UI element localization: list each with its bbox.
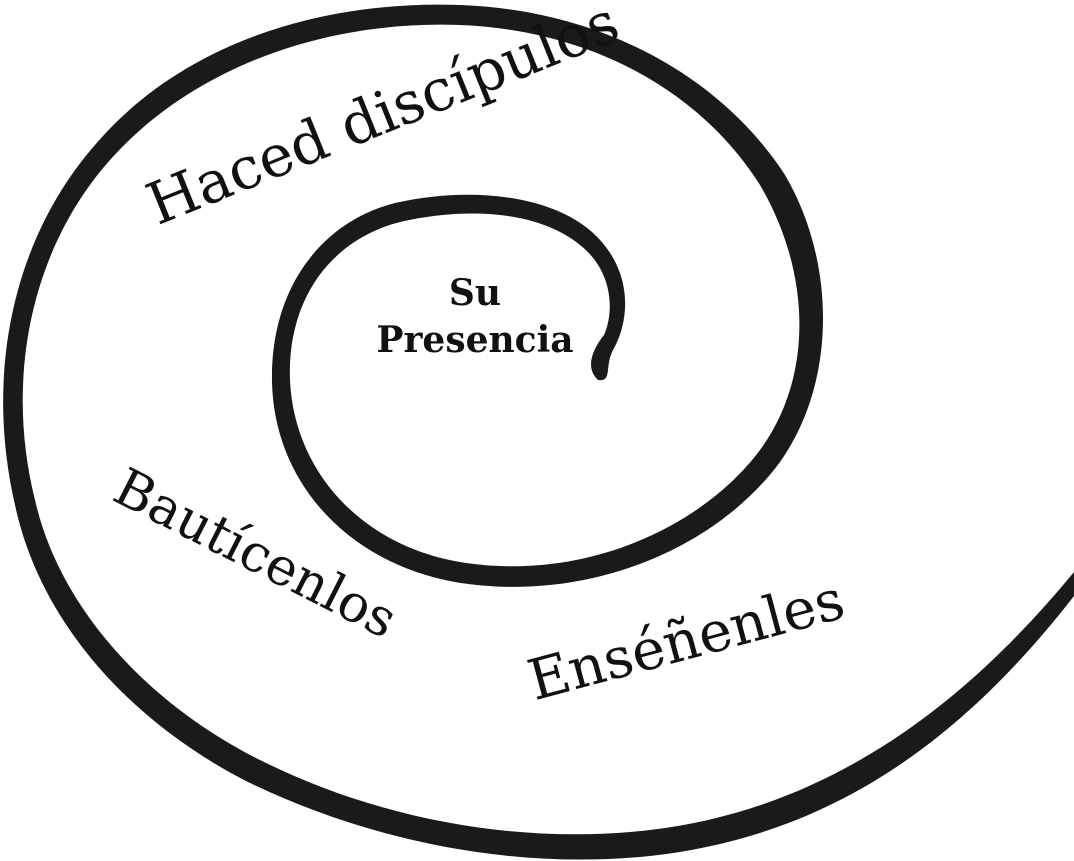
spiral-stroke (3, 4, 1074, 860)
center-label-line1: Su (448, 272, 502, 314)
center-label-line2: Presencia (376, 318, 574, 361)
center-label: Su Presencia (350, 270, 600, 364)
